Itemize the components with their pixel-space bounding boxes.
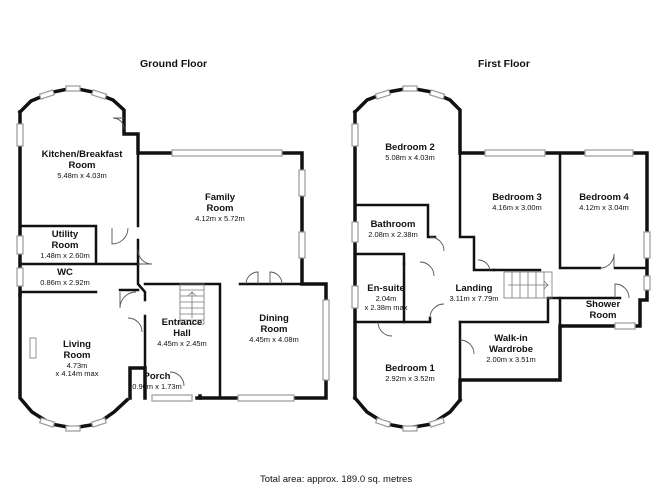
room-label-en-suite: En-suite 2.04m x 2.38m max	[364, 283, 408, 312]
ground-floor-living-bay	[18, 293, 130, 430]
ground-floor-title: Ground Floor	[140, 58, 208, 70]
first-floor-bedroom1-bay	[352, 395, 463, 430]
total-area-footer: Total area: approx. 189.0 sq. metres	[260, 474, 413, 485]
room-label-walk-in-wardrobe: Walk-in Wardrobe 2.00m x 3.51m	[486, 333, 536, 364]
room-label-utility: Utility Room 1.48m x 2.60m	[40, 229, 90, 260]
room-label-living: Living Room 4.73m x 4.14m max	[55, 339, 99, 379]
room-label-bedroom-1: Bedroom 1 2.92m x 3.52m	[385, 363, 435, 383]
room-label-dining: Dining Room 4.45m x 4.08m	[249, 313, 299, 344]
room-label-porch: Porch 0.90m x 1.73m	[132, 371, 182, 391]
room-label-entrance-hall: Entrance Hall 4.45m x 2.45m	[157, 317, 207, 348]
first-floor-title: First Floor	[478, 58, 530, 70]
room-label-landing: Landing 3.11m x 7.79m	[449, 283, 499, 303]
room-label-wc: WC 0.86m x 2.92m	[40, 267, 90, 287]
first-floor-outer-wall	[352, 86, 649, 402]
room-label-kitchen: Kitchen/Breakfast Room 5.48m x 4.03m	[41, 149, 123, 180]
ground-floor-outer-wall	[17, 86, 328, 400]
room-label-shower-room: Shower Room	[585, 299, 621, 321]
room-label-family: Family Room 4.12m x 5.72m	[195, 192, 245, 223]
room-label-bedroom-4: Bedroom 4 4.12m x 3.04m	[579, 192, 629, 212]
room-label-bathroom: Bathroom 2.08m x 2.38m	[368, 219, 418, 239]
room-label-bedroom-2: Bedroom 2 5.08m x 4.03m	[385, 142, 435, 162]
room-label-bedroom-3: Bedroom 3 4.16m x 3.00m	[492, 192, 542, 212]
